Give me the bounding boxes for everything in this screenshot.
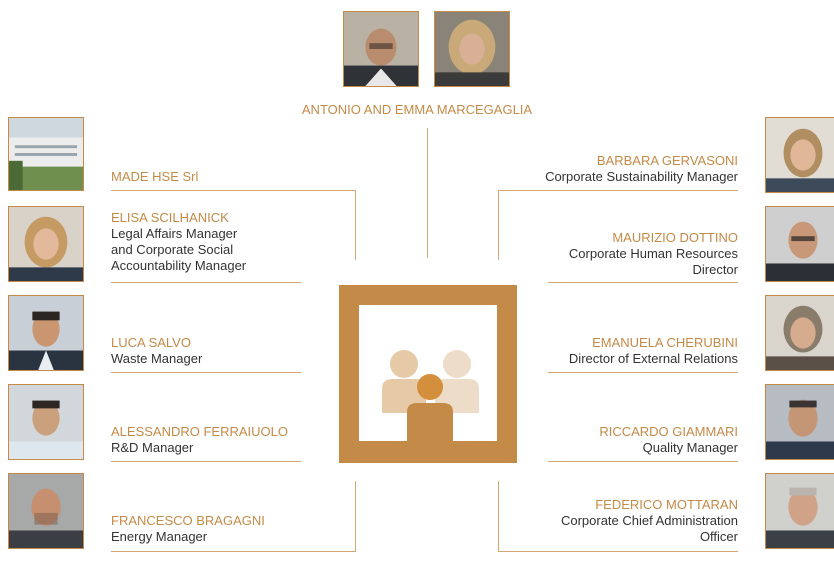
antonio-photo — [343, 11, 419, 87]
right-label-4: FEDERICO MOTTARAN Corporate Chief Admini… — [561, 497, 738, 545]
maurizio-photo — [765, 206, 834, 282]
person-name: RICCARDO GIAMMARI — [599, 424, 738, 439]
connector — [111, 551, 356, 552]
luca-photo — [8, 295, 84, 371]
connector — [111, 190, 356, 191]
person-name: MADE HSE Srl — [111, 169, 199, 184]
emma-photo — [434, 11, 510, 87]
person-role: Energy Manager — [111, 529, 208, 544]
left-label-0: MADE HSE Srl — [111, 169, 198, 185]
connector — [498, 481, 499, 551]
person-role-line: Corporate Chief Administration — [560, 513, 738, 528]
person-role-line: Officer — [699, 529, 738, 544]
center-inner — [359, 305, 497, 441]
alessandro-photo — [8, 384, 84, 460]
connector — [355, 481, 356, 551]
connector — [111, 461, 301, 462]
person-name: BARBARA GERVASONI — [596, 153, 738, 168]
francesco-photo — [8, 473, 84, 549]
connector — [498, 551, 738, 552]
person-name: FEDERICO MOTTARAN — [595, 497, 738, 512]
person-role: Waste Manager — [111, 351, 203, 366]
connector — [498, 190, 499, 260]
left-label-1: ELISA SCILHANICK Legal Affairs Manager a… — [111, 210, 246, 274]
made-hse-photo — [8, 117, 84, 191]
riccardo-photo — [765, 384, 834, 460]
emanuela-photo — [765, 295, 834, 371]
top-label: ANTONIO AND EMMA MARCEGAGLIA — [301, 102, 533, 117]
connector — [548, 282, 738, 283]
connector — [498, 190, 738, 191]
person-role-line: and Corporate Social — [111, 242, 234, 257]
left-label-3: ALESSANDRO FERRAIUOLO R&D Manager — [111, 424, 288, 456]
connector — [548, 372, 738, 373]
person-role: R&D Manager — [111, 440, 194, 455]
right-label-1: MAURIZIO DOTTINO Corporate Human Resourc… — [569, 230, 738, 278]
left-label-4: FRANCESCO BRAGAGNI Energy Manager — [111, 513, 265, 545]
person-name: LUCA SALVO — [111, 335, 191, 350]
person-name: FRANCESCO BRAGAGNI — [111, 513, 265, 528]
connector — [111, 372, 301, 373]
center-box — [339, 285, 517, 463]
person-role: Director of External Relations — [568, 351, 738, 366]
person-role-line: Corporate Human Resources — [568, 246, 738, 261]
elisa-photo — [8, 206, 84, 282]
connector — [111, 282, 301, 283]
person-role-line: Director — [692, 262, 738, 277]
barbara-photo — [765, 117, 834, 193]
person-role: Quality Manager — [642, 440, 738, 455]
person-name: EMANUELA CHERUBINI — [592, 335, 738, 350]
group-of-people-icon — [382, 350, 479, 441]
person-role-line: Accountability Manager — [111, 258, 247, 273]
federico-photo — [765, 473, 834, 549]
person-name: MAURIZIO DOTTINO — [612, 230, 738, 245]
person-name: ELISA SCILHANICK — [111, 210, 229, 225]
person-role: Corporate Sustainability Manager — [545, 169, 738, 184]
right-label-2: EMANUELA CHERUBINI Director of External … — [569, 335, 738, 367]
left-label-2: LUCA SALVO Waste Manager — [111, 335, 202, 367]
person-role-line: Legal Affairs Manager — [111, 226, 238, 241]
right-label-3: RICCARDO GIAMMARI Quality Manager — [599, 424, 738, 456]
connector — [355, 190, 356, 260]
person-name: ALESSANDRO FERRAIUOLO — [111, 424, 288, 439]
connector — [548, 461, 738, 462]
right-label-0: BARBARA GERVASONI Corporate Sustainabili… — [545, 153, 738, 185]
connector-top — [427, 128, 428, 258]
